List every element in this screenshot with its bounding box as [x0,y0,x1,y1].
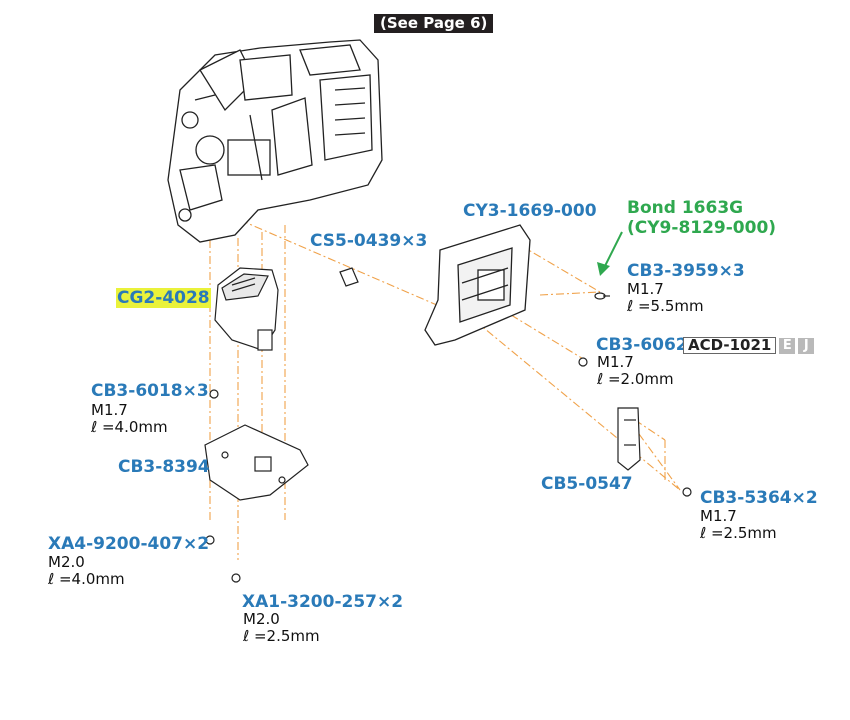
xa4-l-spec: ℓ =4.0mm [48,570,125,588]
part-cb5-0547-label: CB5-0547 [541,474,633,494]
cb3-6062-l-spec: ℓ =2.0mm [597,370,674,388]
highlighted-part: CG2-4028 [116,288,211,308]
acd-e-box: E [779,337,796,354]
cb3-6018-m-spec: M1.7 [91,401,128,419]
acd-tag-group: ACD-1021 E J [683,337,815,354]
shutter-unit [214,267,279,351]
bracket-plate [204,424,309,501]
bracket [617,407,641,471]
bond-code-label: (CY9-8129-000) [627,218,777,238]
screw [578,357,588,367]
part-xa4-label: XA4-9200-407×2 [48,534,210,554]
part-xa1-label: XA1-3200-257×2 [242,592,404,612]
spacer [339,267,359,287]
sensor-frame [424,224,531,346]
part-cs5-label: CS5-0439×3 [310,231,428,251]
camera-body-assembly [167,39,383,243]
cb3-6062-m-spec: M1.7 [597,353,634,371]
acd-j-box: J [798,337,815,354]
part-cy3-label: CY3-1669-000 [463,201,597,221]
cb3-6018-l-spec: ℓ =4.0mm [91,418,168,436]
cb3-3959-m-spec: M1.7 [627,280,664,298]
acd-tag: ACD-1021 [683,337,777,354]
part-cb3-8394-label: CB3-8394 [118,457,210,477]
screw [682,487,692,497]
xa4-m-spec: M2.0 [48,553,85,571]
arrow-icon [597,231,623,276]
part-cg2-label: CG2-4028 [116,288,211,308]
part-cb3-6062-label: CB3-6062 [596,335,688,355]
screw [205,535,215,545]
bond-name-label: Bond 1663G [627,198,744,218]
cb3-3959-l-spec: ℓ =5.5mm [627,297,704,315]
part-cb3-3959-label: CB3-3959×3 [627,261,745,281]
part-cb3-6018-label: CB3-6018×3 [91,381,209,401]
cb3-5364-l-spec: ℓ =2.5mm [700,524,777,542]
screws [205,292,692,583]
cb3-5364-m-spec: M1.7 [700,507,737,525]
screw [209,389,219,399]
screw [231,573,241,583]
see-page-link[interactable]: (See Page 6) [374,14,494,33]
xa1-l-spec: ℓ =2.5mm [243,627,320,645]
xa1-m-spec: M2.0 [243,610,280,628]
screw [594,292,610,300]
part-cb3-5364-label: CB3-5364×2 [700,488,818,508]
